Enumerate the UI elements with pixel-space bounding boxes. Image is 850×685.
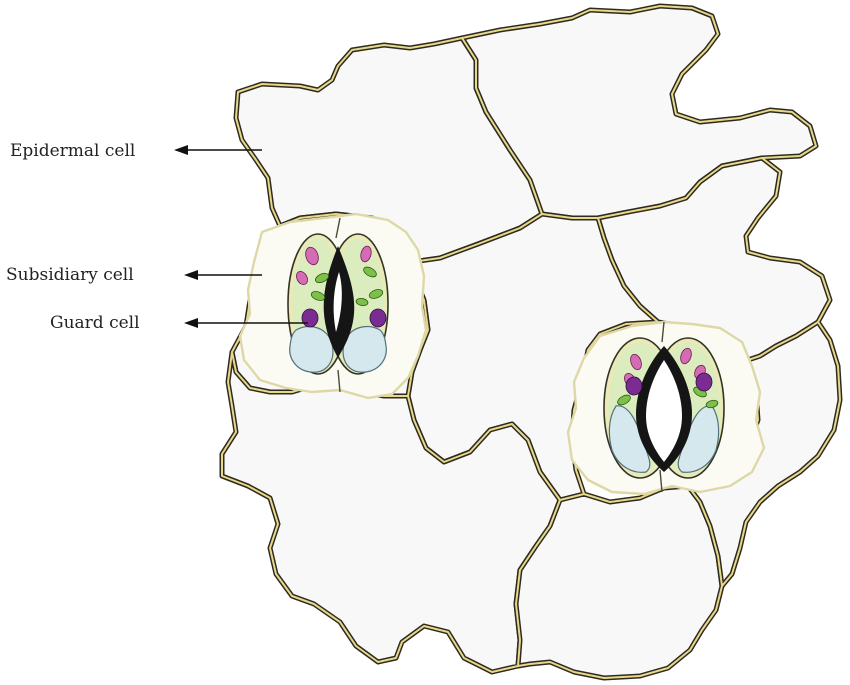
chloroplast-left-1 bbox=[315, 272, 329, 284]
vacuole-right-a bbox=[608, 405, 651, 473]
arrowhead-epidermal-cell bbox=[174, 145, 188, 155]
labels: Epidermal cell Subsidiary cell Guard cel… bbox=[6, 141, 308, 333]
arrowhead-guard-cell bbox=[184, 318, 198, 328]
closed-stoma bbox=[238, 212, 428, 400]
pore-open bbox=[646, 360, 682, 462]
chloroplast-left-5 bbox=[355, 297, 369, 307]
wall-highlight-c bbox=[597, 157, 831, 363]
subsidiary-wall-left bbox=[238, 212, 428, 400]
chloroplast-right-3 bbox=[705, 399, 719, 409]
plastid-right-2 bbox=[680, 347, 692, 365]
subsidiary-divider-top-right bbox=[661, 321, 665, 343]
vacuole-left-a bbox=[289, 325, 334, 373]
chloroplast-left-4 bbox=[368, 289, 384, 299]
chloroplast-left-3 bbox=[363, 266, 377, 278]
nucleus-left-b bbox=[369, 308, 387, 328]
chloroplast-right-1 bbox=[617, 394, 631, 406]
plastid-left-1 bbox=[305, 246, 319, 266]
subsidiary-divider-bottom-left bbox=[337, 369, 341, 393]
label-guard-cell: Guard cell bbox=[50, 313, 140, 333]
vacuole-right-b bbox=[677, 405, 720, 473]
subsidiary-divider-top-left bbox=[335, 217, 341, 239]
plastid-left-2 bbox=[360, 245, 372, 263]
subsidiary-divider-bottom-right bbox=[659, 469, 663, 493]
nucleus-right-b bbox=[695, 372, 713, 392]
subsidiary-wall-right bbox=[566, 320, 766, 496]
nucleus-left-a bbox=[301, 308, 319, 328]
label-subsidiary-cell: Subsidiary cell bbox=[6, 265, 134, 285]
label-epidermal-cell: Epidermal cell bbox=[10, 141, 135, 161]
pore-slit bbox=[333, 272, 342, 332]
nucleus-right-a bbox=[625, 376, 643, 396]
plastid-left-3 bbox=[296, 271, 308, 285]
wall-highlight-f bbox=[221, 351, 561, 673]
plastid-right-1 bbox=[630, 353, 642, 371]
vacuole-left-b bbox=[342, 325, 387, 373]
chloroplast-left-2 bbox=[310, 291, 326, 301]
wall-highlight-b bbox=[461, 5, 817, 219]
open-stoma bbox=[566, 320, 766, 496]
arrowhead-subsidiary-cell bbox=[184, 270, 198, 280]
